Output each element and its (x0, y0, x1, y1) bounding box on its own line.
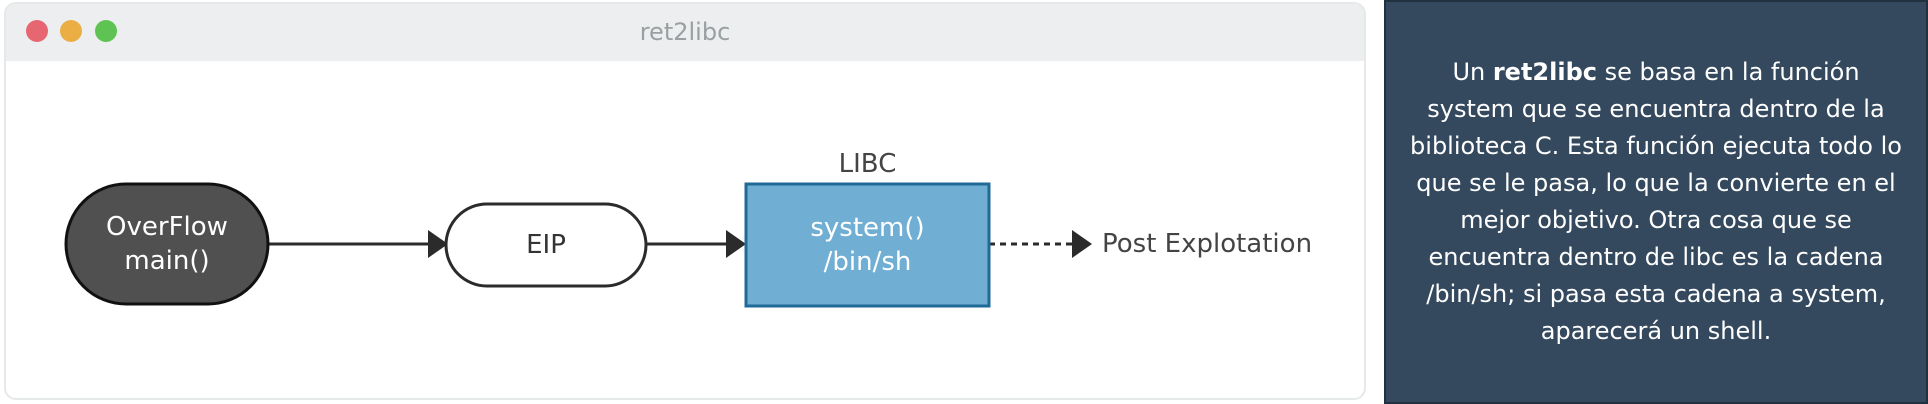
arrowhead-libc-to-post (1072, 230, 1092, 258)
libc-group-label: LIBC (746, 146, 989, 182)
close-window-button[interactable] (26, 20, 48, 42)
overflow-label-line2: main() (124, 246, 210, 276)
overflow-node-label: OverFlow main() (66, 184, 268, 304)
diagram-window: ret2libc OverFlow main() EIP LIBC system… (4, 2, 1366, 400)
description-bold-term: ret2libc (1492, 58, 1597, 86)
libc-node (744, 182, 991, 308)
libc-label-line2: /bin/sh (823, 247, 912, 277)
minimize-window-button[interactable] (60, 20, 82, 42)
eip-label: EIP (526, 230, 566, 260)
eip-node-label: EIP (446, 204, 646, 286)
maximize-window-button[interactable] (95, 20, 117, 42)
description-panel: Un ret2libc se basa en la función system… (1384, 0, 1928, 404)
post-explotation-label: Post Explotation (1102, 224, 1352, 264)
libc-label-line1: system() (810, 213, 925, 243)
overflow-node (64, 182, 270, 306)
libc-group-title: LIBC (838, 149, 897, 179)
overflow-label-line1: OverFlow (106, 212, 228, 242)
arrowhead-overflow-to-eip (428, 230, 448, 258)
flow-diagram (64, 182, 1092, 308)
libc-node-label: system() /bin/sh (746, 184, 989, 306)
description-pre: Un (1452, 58, 1493, 86)
window-titlebar: ret2libc (6, 4, 1364, 61)
window-title: ret2libc (639, 18, 731, 46)
description-text: Un ret2libc se basa en la función system… (1406, 54, 1906, 350)
post-label: Post Explotation (1102, 229, 1313, 259)
description-post: se basa en la función system que se encu… (1410, 58, 1902, 345)
eip-node (444, 202, 648, 288)
arrowhead-eip-to-libc (726, 230, 746, 258)
